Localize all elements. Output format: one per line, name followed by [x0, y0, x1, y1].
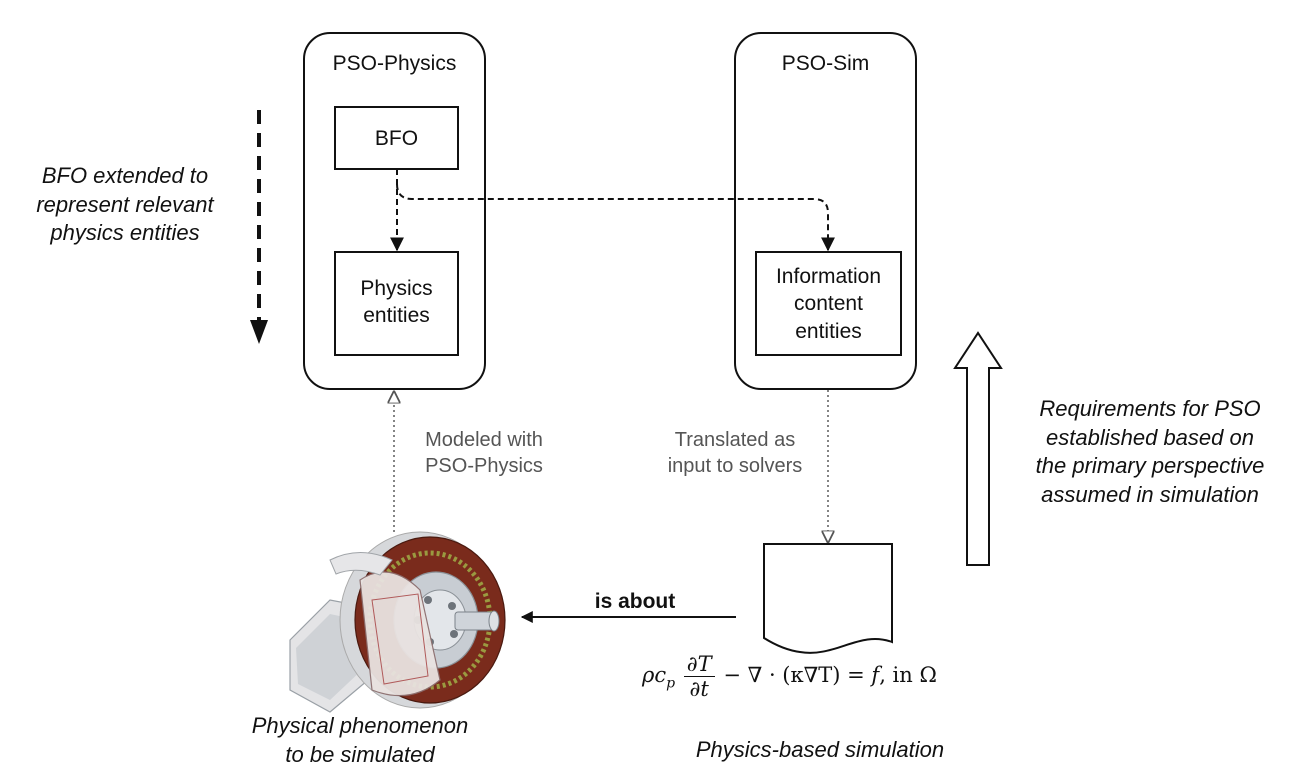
is-about-label: is about [594, 590, 676, 613]
physics-entities-box [334, 251, 459, 356]
modeled-with-label: Modeled with PSO-Physics [425, 429, 543, 477]
physics-entities-label: Physics entities [360, 277, 433, 328]
requirements-note: Requirements for PSO established based o… [1035, 396, 1265, 507]
simulation-caption: Physics-based simulation [695, 737, 945, 762]
brake-disc-illustration [289, 531, 506, 713]
phenomenon-caption: Physical phenomenon to be simulated [251, 713, 469, 767]
bfo-label: BFO [374, 127, 419, 150]
ice-box [755, 251, 902, 356]
translated-label: Translated as input to solvers [667, 429, 803, 477]
heat-equation: ρcp ∂T∂t − ∇ · (κ∇T) = f, in Ω [642, 652, 937, 702]
bfo-extended-arrowhead [250, 320, 268, 344]
pso-sim-title: PSO-Sim [781, 52, 870, 75]
bfo-box [334, 106, 459, 170]
requirements-hollow-arrow [953, 331, 1003, 566]
ice-label: Information content entities [775, 265, 882, 343]
simulation-document-icon [763, 543, 893, 654]
bfo-extended-note: BFO extended to represent relevant physi… [36, 163, 214, 246]
bfo-to-ice-arrow [396, 183, 835, 252]
pso-physics-title: PSO-Physics [332, 52, 457, 75]
